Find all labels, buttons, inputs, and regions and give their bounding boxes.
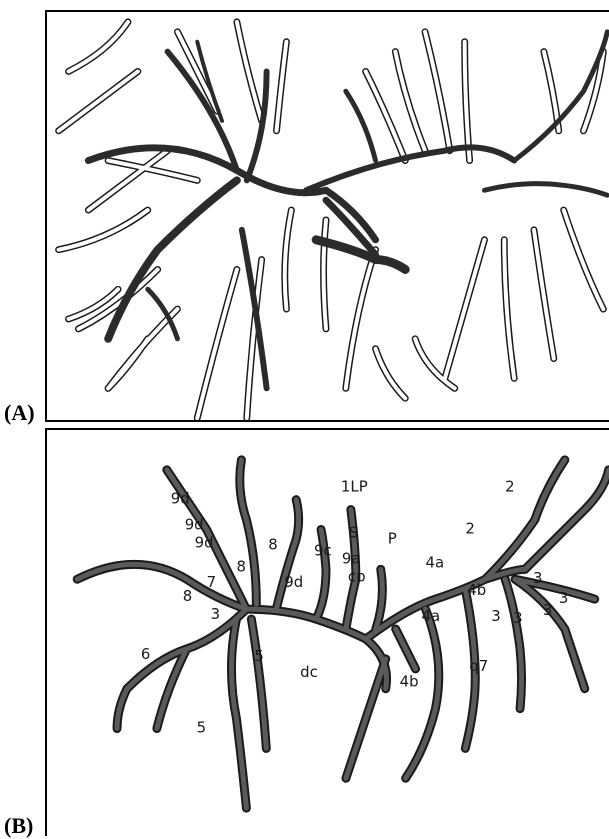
light-branches-outline: [59, 22, 604, 418]
label-7: 7: [207, 573, 216, 591]
label-4a-2: 4a: [422, 607, 441, 625]
label-5-1: 5: [254, 647, 263, 665]
label-s: S: [349, 523, 358, 541]
label-4a-1: 4a: [426, 553, 445, 571]
label-2-1: 2: [505, 478, 514, 496]
label-8-1: 8: [268, 535, 277, 553]
label-3-3: 3: [491, 607, 500, 625]
label-8-2: 8: [236, 557, 245, 575]
label-9a: 9a: [342, 549, 361, 567]
label-2-2: 2: [465, 519, 474, 537]
panel-a-label: (A): [4, 400, 35, 426]
label-3-5: 3: [559, 589, 568, 607]
label-q7: q7: [469, 657, 488, 675]
label-6: 6: [141, 645, 150, 663]
panel-b-branches: [77, 460, 608, 808]
panel-b-label: (B): [4, 813, 33, 839]
label-4b-1: 4b: [467, 581, 486, 599]
label-dc: dc: [300, 663, 318, 681]
label-3-1: 3: [533, 569, 542, 587]
label-9c: 9c: [314, 541, 332, 559]
label-1lp: 1LP: [341, 478, 368, 496]
label-9d-4: 9d: [284, 573, 303, 591]
panel-a-drawing: [45, 10, 609, 422]
panel-b-drawing: 9d 9d 9d 8 8 7 9c 9d 9a cp 1LP S P 4a 4a…: [45, 428, 609, 836]
label-cp: cp: [348, 567, 366, 585]
panel-a-svg: [47, 12, 609, 420]
label-3-2: 3: [543, 601, 552, 619]
panel-b-svg: 9d 9d 9d 8 8 7 9c 9d 9a cp 1LP S P 4a 4a…: [47, 430, 609, 836]
label-p: P: [388, 529, 397, 547]
label-3-6: 3: [211, 605, 220, 623]
label-3-4: 3: [513, 609, 522, 627]
label-5-2: 5: [197, 719, 206, 737]
dark-branches: [88, 32, 607, 389]
label-9d-2: 9d: [185, 516, 204, 534]
label-9d-3: 9d: [195, 533, 214, 551]
light-branches-fill: [59, 22, 604, 418]
label-4b-2: 4b: [400, 673, 419, 691]
label-8-3: 8: [183, 587, 192, 605]
label-9d-1: 9d: [171, 490, 190, 508]
